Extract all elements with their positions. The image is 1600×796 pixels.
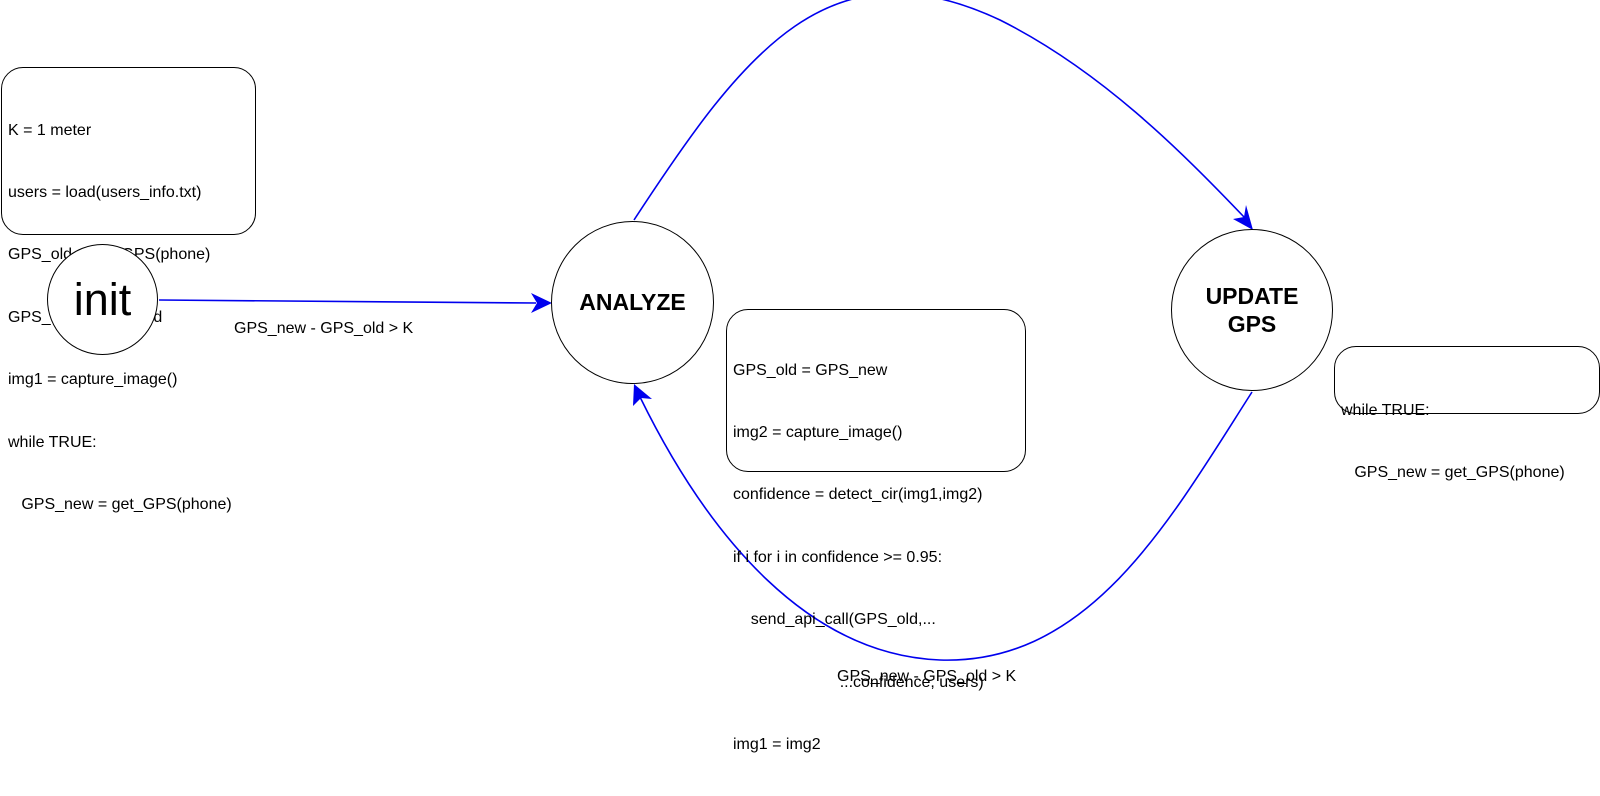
- edge-init-to-analyze: [158, 299, 537, 304]
- code-line: send_api_call(GPS_old,...: [733, 611, 936, 629]
- update-gps-state-label: UPDATE GPS: [1206, 282, 1299, 338]
- update-gps-to-analyze-condition: GPS_new - GPS_old > K: [837, 668, 1017, 685]
- update-gps-code-block: while TRUE: GPS_new = get_GPS(phone): [1334, 346, 1600, 481]
- init-state-node: init: [47, 244, 158, 355]
- analyze-state-node: ANALYZE: [551, 221, 714, 384]
- code-line: ...confidence, users): [733, 673, 984, 691]
- analyze-state-label: ANALYZE: [579, 289, 686, 315]
- code-line: while TRUE:: [1341, 401, 1430, 419]
- code-line: img2 = capture_image(): [733, 423, 903, 441]
- code-line: confidence = detect_cir(img1,img2): [733, 486, 983, 504]
- code-line: GPS_new = get_GPS(phone): [8, 495, 232, 513]
- code-line: GPS_new = get_GPS(phone): [1341, 463, 1565, 481]
- update-gps-label-line-1: UPDATE: [1205, 283, 1299, 309]
- update-gps-label-line-2: GPS: [1227, 311, 1277, 337]
- arrowhead-update-gps-to-analyze: [633, 384, 652, 406]
- update-gps-state-node: UPDATE GPS: [1171, 229, 1333, 391]
- init-state-label: init: [73, 273, 132, 325]
- analyze-code-block: GPS_old = GPS_new img2 = capture_image()…: [726, 309, 1026, 753]
- code-line: if i for i in confidence >= 0.95:: [733, 548, 943, 566]
- code-line: img1 = capture_image(): [8, 371, 178, 389]
- code-line: K = 1 meter: [8, 121, 92, 139]
- code-line: while TRUE:: [8, 433, 97, 451]
- edge-analyze-to-update-gps: [633, 0, 1246, 221]
- arrowhead-analyze-to-update-gps: [1233, 205, 1253, 230]
- init-code-block: K = 1 meter users = load(users_info.txt)…: [1, 67, 256, 513]
- code-line: img1 = img2: [733, 735, 821, 753]
- arrowhead-init-to-analyze: [531, 293, 552, 313]
- init-to-analyze-condition: GPS_new - GPS_old > K: [234, 320, 414, 337]
- edge-update-gps-to-analyze: [639, 391, 1253, 661]
- code-line: GPS_old = GPS_new: [733, 361, 888, 379]
- code-line: users = load(users_info.txt): [8, 183, 202, 201]
